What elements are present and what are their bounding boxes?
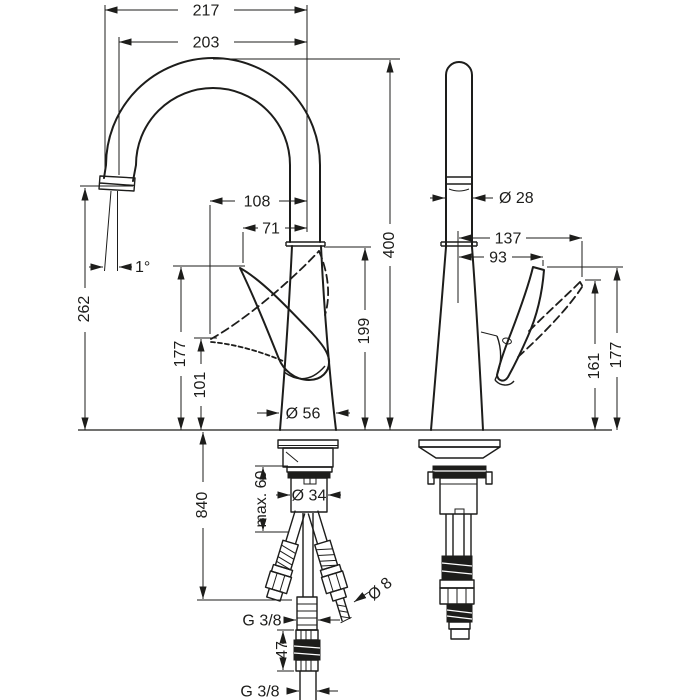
side-body-outline	[430, 246, 515, 431]
dim-label-203: 203	[193, 35, 220, 52]
dim-side-height-open: 161	[585, 279, 603, 430]
dim-handle-reach-open: 108	[209, 194, 307, 334]
dim-label-101: 101	[192, 372, 209, 399]
dim-width-overall: 217	[104, 3, 308, 232]
side-base-flange	[418, 439, 501, 515]
connection-pipe	[293, 513, 321, 700]
side-spout-outline	[440, 61, 478, 248]
dim-label-161: 161	[586, 353, 603, 380]
dim-spout-diameter: Ø 28	[430, 190, 534, 207]
seal-ring	[287, 471, 331, 479]
dim-body-height: 199	[324, 246, 373, 430]
dim-label-177-front: 177	[172, 341, 189, 368]
dim-label-g38-upper: G 3/8	[242, 613, 281, 630]
handle-lever	[239, 267, 331, 381]
front-view	[98, 57, 352, 700]
dim-label-217: 217	[193, 3, 220, 20]
dim-label-840: 840	[194, 492, 211, 519]
dim-label-137: 137	[495, 231, 522, 248]
side-handle-lever-alt	[517, 281, 584, 358]
dim-label-d8: Ø 8	[365, 575, 396, 605]
dim-label-d56: Ø 56	[286, 406, 321, 423]
dim-label-400: 400	[381, 232, 398, 259]
dim-width-spout: 203	[118, 35, 307, 175]
dim-base-diameter: Ø 56	[257, 406, 350, 423]
dim-thread-upper: G 3/8	[242, 613, 340, 630]
side-supply-hoses	[439, 514, 475, 640]
dim-side-height-closed: 177	[547, 266, 625, 430]
spout-outline	[98, 57, 326, 247]
dim-handle-height-down: 101	[192, 337, 217, 430]
dim-shank-diameter: Ø 34	[276, 488, 341, 505]
dim-label-93: 93	[489, 250, 507, 267]
dim-label-angle: 1°	[135, 259, 150, 276]
side-seal-ring	[432, 465, 487, 479]
handle-lever-alt	[210, 250, 330, 362]
mounting-shank	[290, 477, 328, 513]
dim-fitting-length: 47	[274, 629, 294, 672]
dim-handle-reach-closed: 71	[242, 221, 307, 263]
dim-label-g38-lower: G 3/8	[240, 684, 279, 700]
dim-label-177-side: 177	[608, 342, 625, 369]
dim-outlet-height: 262	[76, 185, 133, 430]
dim-label-d34: Ø 34	[292, 488, 327, 505]
supply-hose-right	[307, 510, 352, 624]
dim-label-47: 47	[274, 641, 291, 659]
dim-max-mounting-depth: max. 60	[253, 465, 288, 533]
dim-side-reach-back: 137	[457, 231, 583, 303]
dim-hose-length: 840	[194, 432, 292, 601]
dim-handle-height-up: 177	[172, 265, 245, 430]
base-flange	[277, 439, 339, 479]
dim-label-max60: max. 60	[253, 470, 270, 527]
dim-label-71: 71	[262, 221, 280, 238]
dim-label-108: 108	[244, 194, 271, 211]
dim-label-199: 199	[356, 318, 373, 345]
side-handle-lever	[496, 266, 545, 382]
dim-outlet-angle: 1°	[89, 259, 150, 276]
dim-thread-lower: G 3/8	[240, 684, 338, 700]
dim-hose-diameter: Ø 8	[353, 575, 396, 605]
dim-label-262: 262	[76, 296, 93, 323]
supply-hose-left	[264, 510, 306, 602]
body-outline	[279, 245, 337, 431]
dim-total-height: 400	[213, 58, 400, 430]
side-view	[418, 61, 584, 640]
dim-side-reach-top: 93	[459, 250, 544, 267]
stream-angle-lines	[104, 190, 118, 272]
dim-label-d28: Ø 28	[499, 190, 534, 207]
